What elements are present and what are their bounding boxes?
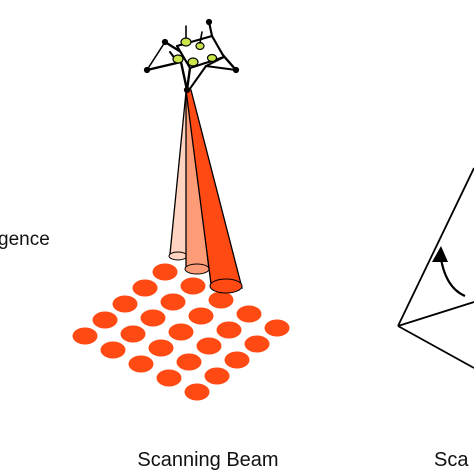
footprint-ellipse — [236, 305, 262, 323]
left-partial-label: gence — [0, 229, 50, 250]
footprint-ellipse — [168, 323, 194, 341]
footprint-ellipse — [120, 325, 146, 343]
scanning-beams — [168, 89, 243, 294]
footprint-ellipse — [148, 339, 174, 357]
footprint-ellipse — [184, 383, 210, 401]
footprint-ellipse — [244, 335, 270, 353]
footprint-ellipse — [128, 355, 154, 373]
footprint-ellipse — [132, 279, 158, 297]
footprint-ellipse — [224, 351, 250, 369]
footprint-ellipse — [204, 367, 230, 385]
scan-angle-figure — [397, 167, 474, 369]
beam-mid-footprint — [184, 263, 210, 275]
footprint-ellipse — [196, 337, 222, 355]
footprint-ellipse — [160, 293, 186, 311]
footprint-ellipse — [112, 295, 138, 313]
footprint-ellipse — [180, 277, 206, 295]
footprint-ellipse — [216, 321, 242, 339]
footprint-ellipse — [140, 309, 166, 327]
footprint-ellipse — [152, 263, 178, 281]
caption-scanning-beam: Scanning Beam — [137, 449, 278, 471]
footprint-ellipse — [208, 291, 234, 309]
footprint-ellipse — [264, 319, 290, 337]
footprint-grid — [72, 263, 290, 401]
footprint-ellipse — [92, 311, 118, 329]
arrowhead-icon — [432, 246, 448, 262]
footprint-ellipse — [156, 369, 182, 387]
caption-right-partial: Sca — [434, 449, 469, 471]
beam-light-footprint — [168, 251, 188, 261]
beam-dark-footprint — [209, 278, 243, 294]
footprint-ellipse — [100, 341, 126, 359]
footprint-ellipse — [72, 327, 98, 345]
footprint-ellipse — [188, 307, 214, 325]
satellite-icon — [143, 18, 240, 94]
footprint-ellipse — [176, 353, 202, 371]
